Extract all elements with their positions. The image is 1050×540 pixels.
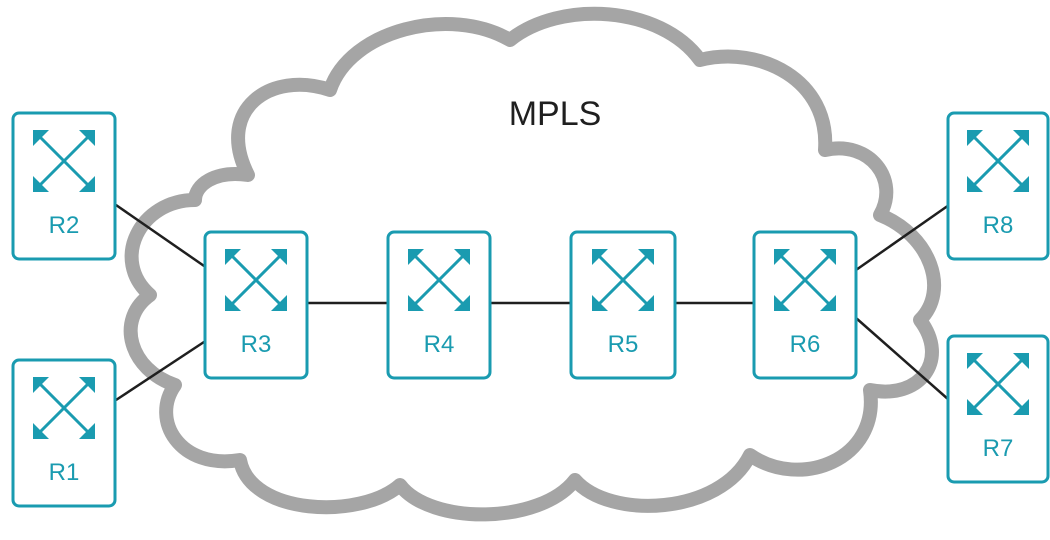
router-label: R1 — [49, 459, 80, 486]
router-box — [11, 111, 117, 261]
router-label: R4 — [424, 331, 455, 358]
router-r2: R2 — [11, 111, 117, 261]
router-r5: R5 — [569, 230, 677, 380]
router-r7: R7 — [946, 334, 1050, 484]
router-icon — [408, 249, 470, 311]
link-r6-r8 — [855, 203, 950, 272]
router-r1: R1 — [11, 358, 117, 508]
router-icon — [967, 353, 1029, 415]
router-icon — [33, 377, 95, 439]
router-box — [203, 230, 309, 380]
router-r6: R6 — [752, 230, 858, 380]
link-r1-r3 — [115, 338, 208, 402]
router-box — [946, 334, 1050, 484]
link-r6-r7 — [855, 317, 950, 401]
link-r2-r3 — [115, 203, 208, 270]
router-icon — [225, 249, 287, 311]
router-box — [569, 230, 677, 380]
router-r3: R3 — [203, 230, 309, 380]
router-box — [11, 358, 117, 508]
router-label: R6 — [790, 331, 821, 358]
router-box — [386, 230, 492, 380]
router-box — [752, 230, 858, 380]
links — [115, 203, 950, 402]
router-label: R7 — [983, 435, 1014, 462]
router-label: R5 — [608, 331, 639, 358]
router-label: R3 — [241, 331, 272, 358]
router-label: R8 — [983, 212, 1014, 239]
router-r8: R8 — [946, 111, 1050, 261]
router-icon — [592, 249, 654, 311]
router-icon — [967, 130, 1029, 192]
router-label: R2 — [49, 212, 80, 239]
router-box — [946, 111, 1050, 261]
mpls-label: MPLS — [509, 95, 602, 133]
mpls-cloud — [123, 6, 942, 522]
mpls-cloud-outline — [123, 6, 942, 522]
router-icon — [33, 130, 95, 192]
router-r4: R4 — [386, 230, 492, 380]
router-icon — [774, 249, 836, 311]
